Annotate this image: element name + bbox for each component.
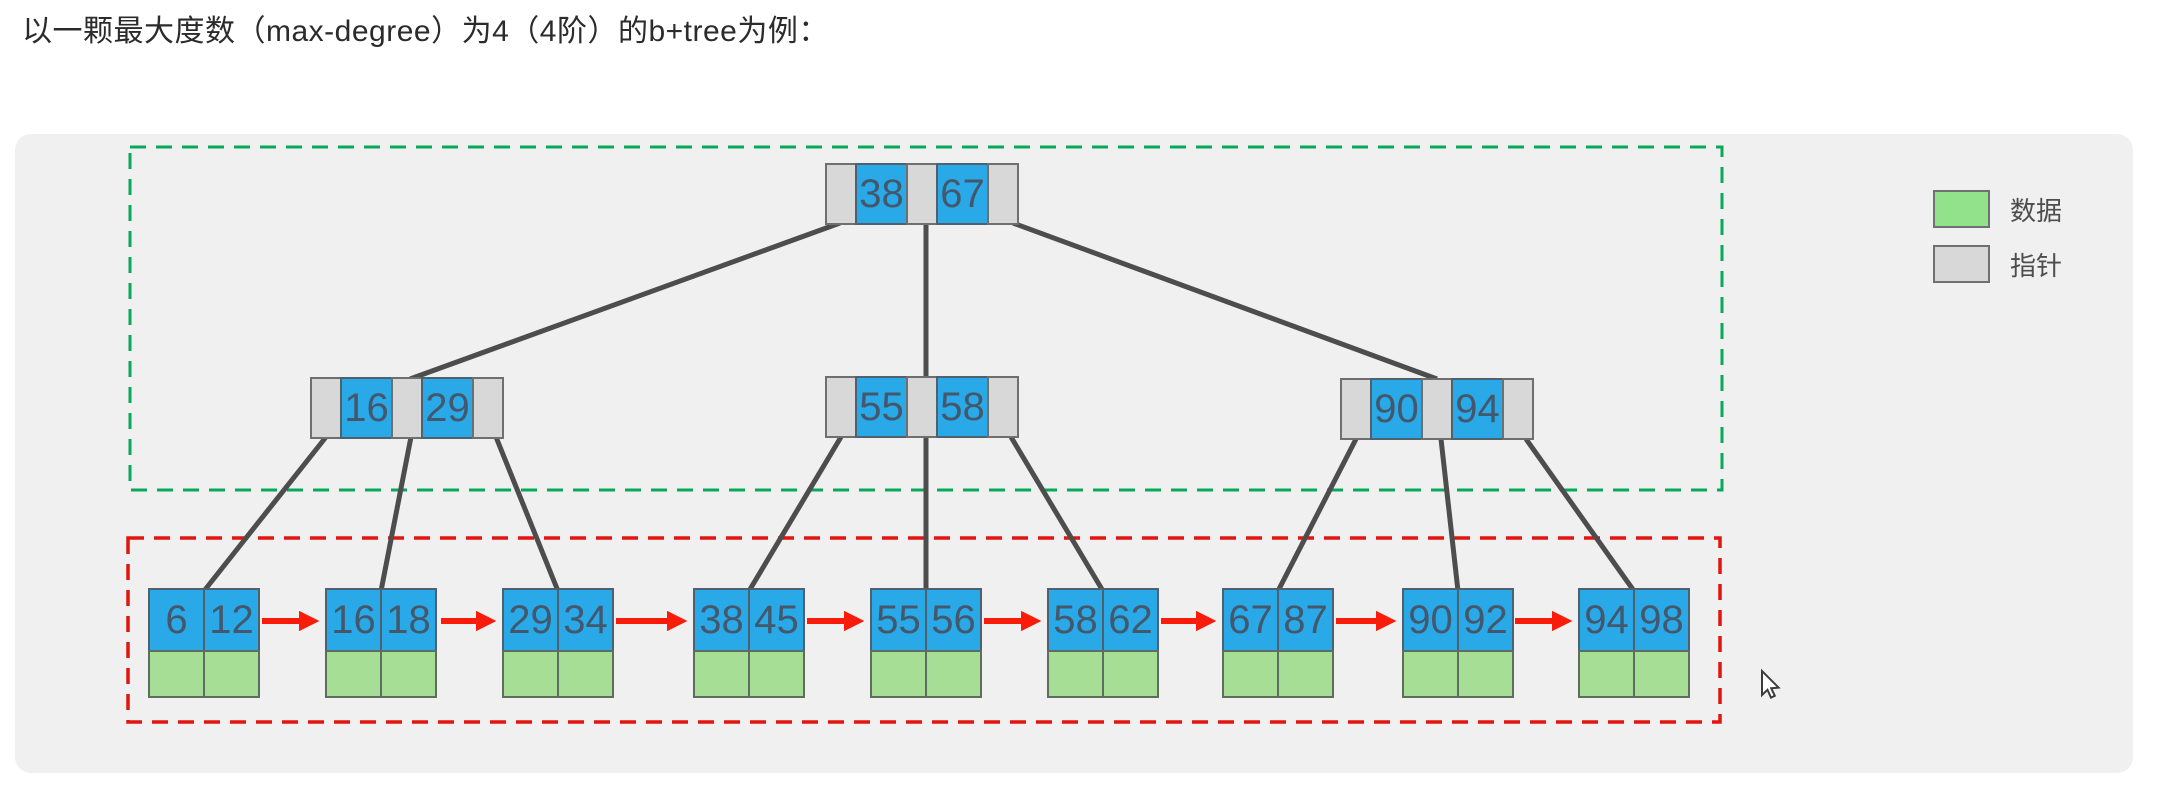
- data-swatch: [1933, 190, 1990, 228]
- key-cell: 98: [1633, 588, 1690, 652]
- leaf-node: 6 12: [148, 588, 260, 698]
- leaf-node: 55 56: [870, 588, 982, 698]
- data-cell: [1457, 650, 1514, 698]
- data-cell: [1277, 650, 1334, 698]
- key-cell: 55: [855, 376, 908, 438]
- pointer-cell: [1502, 378, 1534, 440]
- data-cell: [1633, 650, 1690, 698]
- key-cell: 62: [1102, 588, 1159, 652]
- data-cell: [1578, 650, 1635, 698]
- data-cell: [557, 650, 614, 698]
- data-cell: [380, 650, 437, 698]
- key-cell: 18: [380, 588, 437, 652]
- internal-node: 55 58: [825, 376, 1019, 438]
- leaf-node: 94 98: [1578, 588, 1690, 698]
- pointer-swatch: [1933, 245, 1990, 283]
- pointer-cell: [1340, 378, 1372, 440]
- pointer-cell: [391, 377, 423, 439]
- data-cell: [693, 650, 750, 698]
- legend-label: 数据: [2010, 195, 2063, 226]
- internal-node: 90 94: [1340, 378, 1534, 440]
- pointer-cell: [906, 163, 938, 225]
- key-cell: 56: [925, 588, 982, 652]
- leaf-node: 38 45: [693, 588, 805, 698]
- pointer-cell: [310, 377, 342, 439]
- legend: 数据 指针: [1933, 190, 2062, 300]
- legend-item-data: 数据: [1933, 190, 2062, 228]
- data-cell: [870, 650, 927, 698]
- internal-node: 16 29: [310, 377, 504, 439]
- key-cell: 12: [203, 588, 260, 652]
- pointer-cell: [472, 377, 504, 439]
- data-cell: [1047, 650, 1104, 698]
- leaf-node: 67 87: [1222, 588, 1334, 698]
- key-cell: 67: [1222, 588, 1279, 652]
- pointer-cell: [1421, 378, 1453, 440]
- root-node: 38 67: [825, 163, 1019, 225]
- key-cell: 29: [502, 588, 559, 652]
- key-cell: 29: [421, 377, 474, 439]
- key-cell: 90: [1402, 588, 1459, 652]
- data-cell: [203, 650, 260, 698]
- data-cell: [1402, 650, 1459, 698]
- data-cell: [925, 650, 982, 698]
- key-cell: 38: [693, 588, 750, 652]
- legend-label: 指针: [2010, 250, 2063, 281]
- key-cell: 55: [870, 588, 927, 652]
- key-cell: 45: [748, 588, 805, 652]
- pointer-cell: [825, 376, 857, 438]
- key-cell: 38: [855, 163, 908, 225]
- page-title: 以一颗最大度数（max-degree）为4（4阶）的b+tree为例：: [22, 15, 829, 48]
- key-cell: 67: [936, 163, 989, 225]
- pointer-cell: [906, 376, 938, 438]
- legend-item-pointer: 指针: [1933, 245, 2062, 283]
- leaf-node: 29 34: [502, 588, 614, 698]
- key-cell: 90: [1370, 378, 1423, 440]
- key-cell: 94: [1451, 378, 1504, 440]
- pointer-cell: [987, 376, 1019, 438]
- data-cell: [325, 650, 382, 698]
- key-cell: 6: [148, 588, 205, 652]
- key-cell: 16: [340, 377, 393, 439]
- pointer-cell: [825, 163, 857, 225]
- leaf-node: 90 92: [1402, 588, 1514, 698]
- key-cell: 58: [936, 376, 989, 438]
- key-cell: 34: [557, 588, 614, 652]
- key-cell: 87: [1277, 588, 1334, 652]
- pointer-cell: [987, 163, 1019, 225]
- key-cell: 94: [1578, 588, 1635, 652]
- key-cell: 16: [325, 588, 382, 652]
- data-cell: [1102, 650, 1159, 698]
- data-cell: [502, 650, 559, 698]
- leaf-node: 58 62: [1047, 588, 1159, 698]
- leaf-node: 16 18: [325, 588, 437, 698]
- key-cell: 92: [1457, 588, 1514, 652]
- data-cell: [1222, 650, 1279, 698]
- key-cell: 58: [1047, 588, 1104, 652]
- data-cell: [748, 650, 805, 698]
- data-cell: [148, 650, 205, 698]
